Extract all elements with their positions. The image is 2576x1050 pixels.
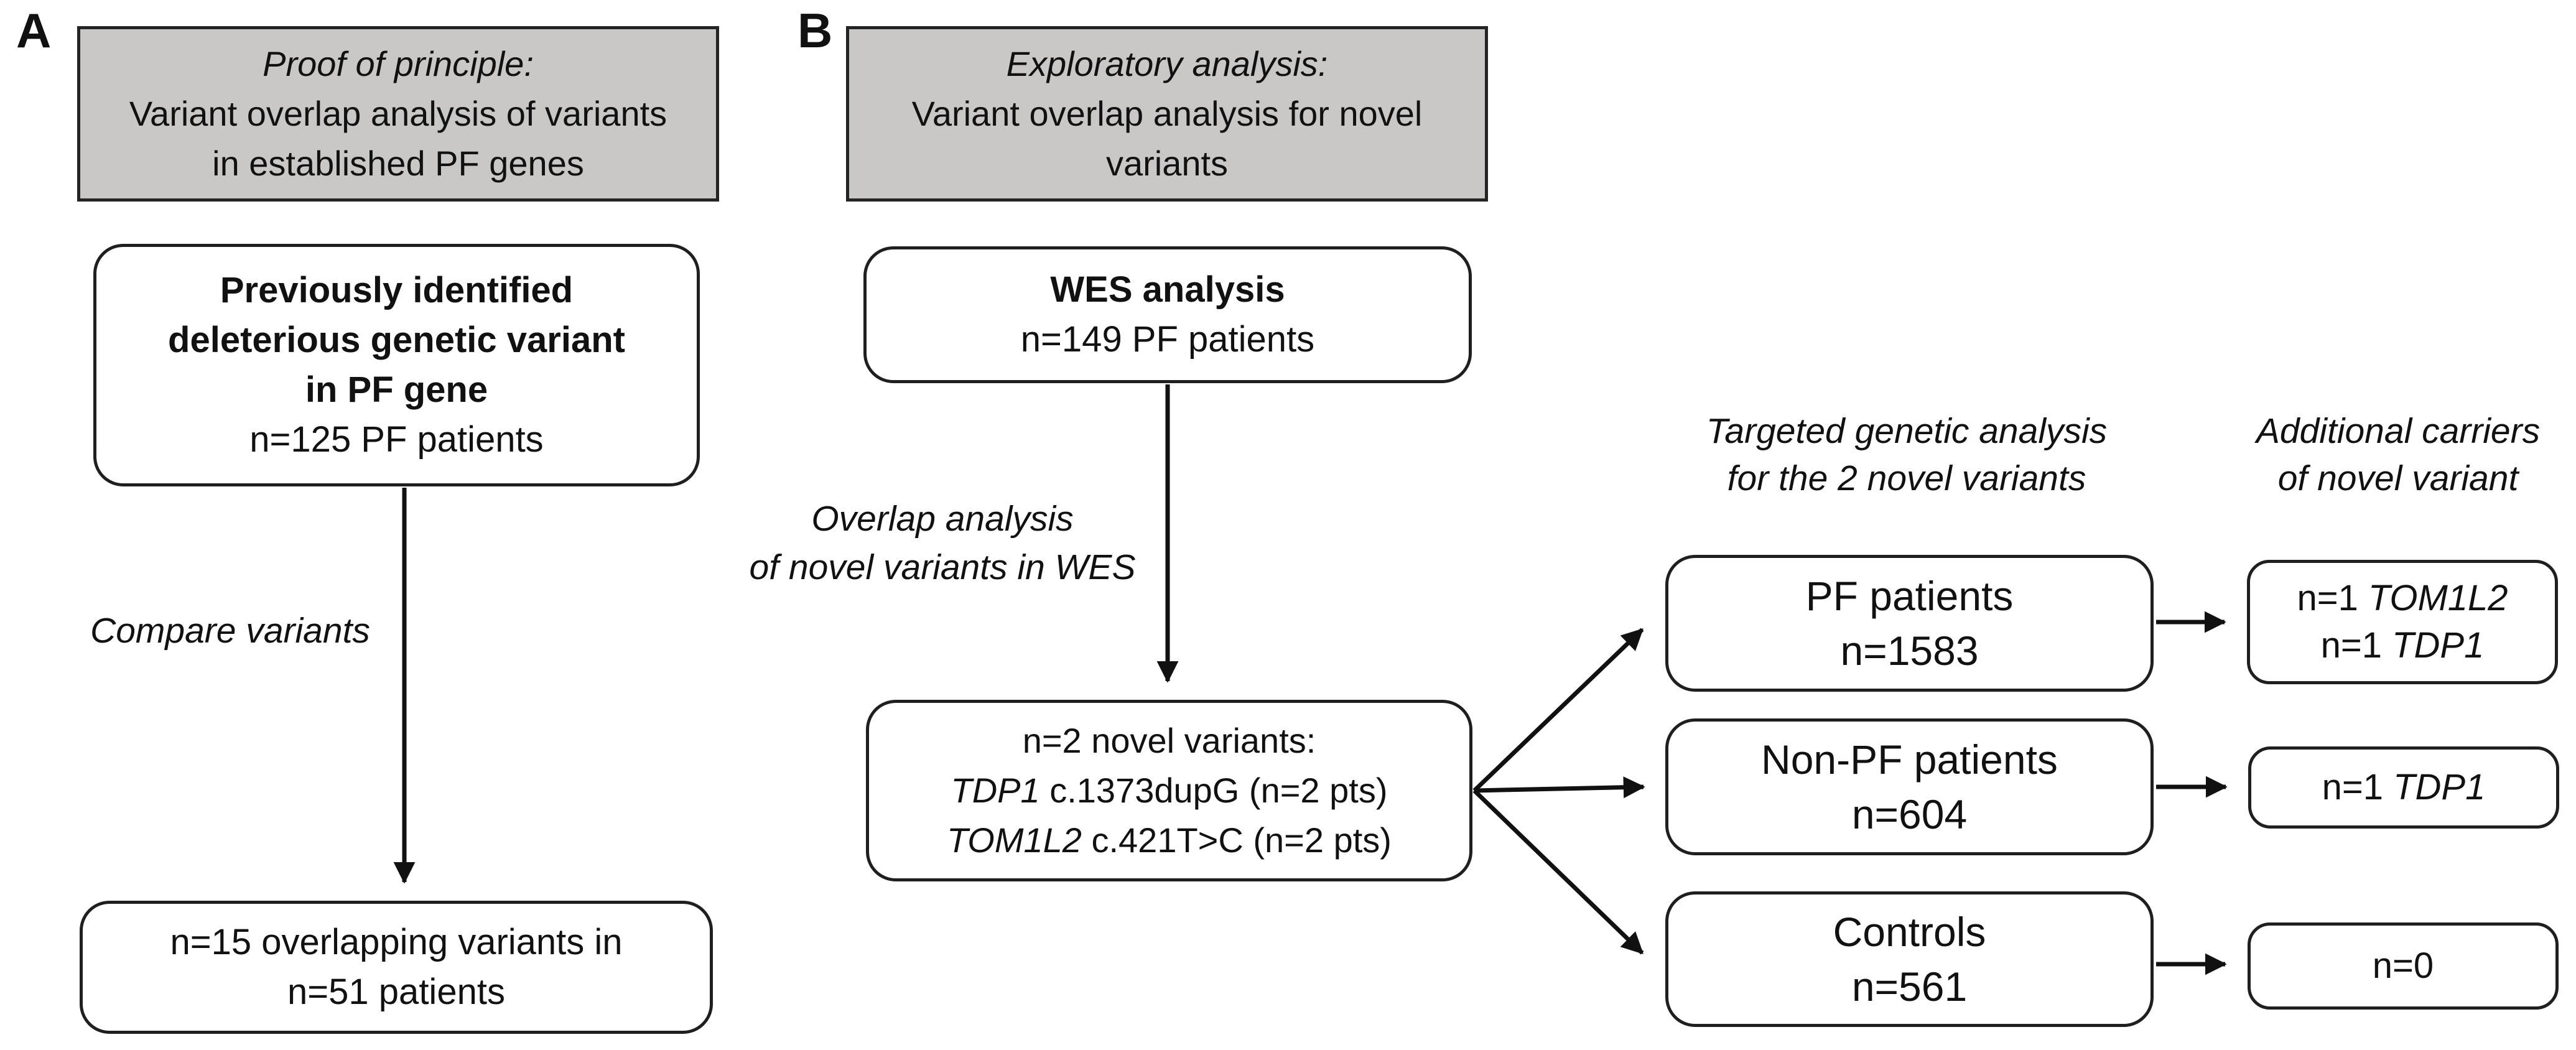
carriers-box2-row1: n=1 TDP1 bbox=[2322, 763, 2486, 812]
panel-b-header-title: Exploratory analysis: bbox=[1006, 44, 1328, 83]
box-a1-line1: Previously identified bbox=[220, 270, 574, 310]
carriers-tdp1-box: n=1 TDP1 bbox=[2248, 746, 2559, 829]
carriers-box2-row1-gene: TDP1 bbox=[2393, 767, 2486, 807]
pf-patients-count: n=1583 bbox=[1840, 628, 1979, 674]
targeted-analysis-header-line2: for the 2 novel variants bbox=[1727, 458, 2086, 498]
controls-name: Controls bbox=[1833, 909, 1986, 955]
wes-count: n=149 PF patients bbox=[1020, 319, 1315, 360]
gene-name-tom1l2: TOM1L2 bbox=[947, 820, 1082, 860]
carriers-box1-row1: n=1 TOM1L2 bbox=[2297, 575, 2508, 622]
arrow-to-non-pf-patients bbox=[1474, 776, 1645, 799]
wes-title: WES analysis bbox=[1050, 269, 1285, 310]
panel-b-header-box: Exploratory analysis: Variant overlap an… bbox=[846, 26, 1488, 202]
previously-identified-variant-box: Previously identified deleterious geneti… bbox=[93, 244, 700, 486]
carriers-box3-row1: n=0 bbox=[2373, 941, 2434, 991]
overlap-analysis-label-line2: of novel variants in WES bbox=[749, 547, 1136, 587]
panel-a-header-line3: in established PF genes bbox=[212, 144, 584, 183]
arrow-to-pf-patients bbox=[1472, 628, 1644, 792]
novel-variants-box: n=2 novel variants: TDP1 c.1373dupG (n=2… bbox=[866, 700, 1472, 881]
gene-name-tdp1: TDP1 bbox=[951, 771, 1040, 810]
panel-b-header-line2: Variant overlap analysis for novel bbox=[911, 94, 1423, 133]
carriers-box2-row1-count: n=1 bbox=[2322, 767, 2394, 807]
controls-box: Controls n=561 bbox=[1665, 891, 2154, 1027]
carriers-box1-row1-count: n=1 bbox=[2297, 578, 2368, 618]
novel-variants-line1: n=2 novel variants: bbox=[1022, 721, 1316, 760]
compare-variants-label: Compare variants bbox=[90, 611, 370, 651]
panel-a-header-box: Proof of principle: Variant overlap anal… bbox=[77, 26, 719, 202]
wes-analysis-box: WES analysis n=149 PF patients bbox=[863, 246, 1472, 383]
targeted-analysis-header-line1: Targeted genetic analysis bbox=[1706, 411, 2108, 451]
arrow-to-controls bbox=[1472, 789, 1644, 955]
novel-variant-2: TOM1L2 c.421T>C (n=2 pts) bbox=[947, 815, 1392, 865]
panel-b-label: B bbox=[797, 3, 833, 58]
variant-2-detail: c.421T>C (n=2 pts) bbox=[1081, 820, 1392, 860]
carriers-box1-row2: n=1 TDP1 bbox=[2321, 622, 2485, 669]
pf-patients-name: PF patients bbox=[1805, 573, 2014, 619]
box-a2-line1: n=15 overlapping variants in bbox=[170, 922, 623, 962]
additional-carriers-header-line2: of novel variant bbox=[2277, 458, 2519, 498]
box-a1-line3: in PF gene bbox=[305, 369, 488, 410]
controls-count: n=561 bbox=[1851, 964, 1968, 1010]
targeted-analysis-header: Targeted genetic analysis for the 2 nove… bbox=[1658, 407, 2155, 502]
overlap-analysis-label: Overlap analysis of novel variants in WE… bbox=[725, 495, 1160, 592]
panel-a-header-line2: Variant overlap analysis of variants bbox=[129, 94, 667, 133]
overlapping-variants-result-box: n=15 overlapping variants in n=51 patien… bbox=[80, 901, 713, 1034]
non-pf-patients-box: Non-PF patients n=604 bbox=[1665, 718, 2154, 855]
pf-patients-box: PF patients n=1583 bbox=[1665, 555, 2154, 692]
panel-b-header-line3: variants bbox=[1105, 144, 1229, 183]
additional-carriers-header-line1: Additional carriers bbox=[2256, 411, 2541, 451]
non-pf-patients-name: Non-PF patients bbox=[1761, 736, 2058, 783]
overlap-analysis-label-line1: Overlap analysis bbox=[811, 499, 1074, 539]
carriers-none-box: n=0 bbox=[2248, 922, 2559, 1010]
carriers-box3-row1-count: n=0 bbox=[2372, 945, 2434, 986]
carriers-box1-row2-gene: TDP1 bbox=[2392, 625, 2485, 666]
box-a1-line2: deleterious genetic variant bbox=[168, 320, 625, 360]
non-pf-patients-count: n=604 bbox=[1851, 791, 1968, 837]
panel-a-header-title: Proof of principle: bbox=[263, 44, 534, 83]
carriers-box1-row1-gene: TOM1L2 bbox=[2368, 578, 2508, 618]
novel-variant-1: TDP1 c.1373dupG (n=2 pts) bbox=[951, 766, 1388, 815]
carriers-tom1l2-tdp1-box: n=1 TOM1L2 n=1 TDP1 bbox=[2247, 560, 2558, 684]
panel-a-label: A bbox=[16, 3, 52, 58]
box-a2-line2: n=51 patients bbox=[287, 972, 505, 1012]
variant-1-detail: c.1373dupG (n=2 pts) bbox=[1039, 771, 1388, 810]
box-a1-count: n=125 PF patients bbox=[249, 419, 544, 460]
additional-carriers-header: Additional carriers of novel variant bbox=[2211, 407, 2576, 502]
carriers-box1-row2-count: n=1 bbox=[2320, 625, 2392, 666]
